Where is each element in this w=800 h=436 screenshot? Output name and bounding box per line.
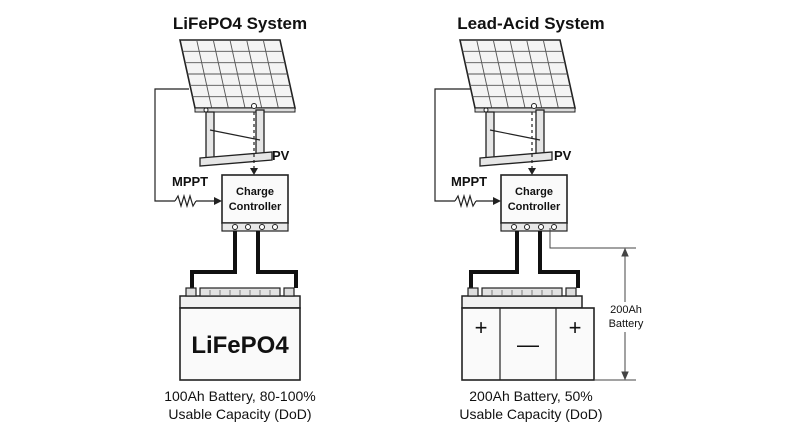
dimension-line1: 200Ah xyxy=(610,304,642,316)
right-title: Lead-Acid System xyxy=(457,14,604,33)
charge-controller: Charge Controller xyxy=(500,174,568,232)
negative-cable xyxy=(469,231,519,288)
right-caption-line2: Usable Capacity (DoD) xyxy=(459,406,602,422)
arrow-icon xyxy=(493,197,501,205)
panel-wire xyxy=(434,88,470,202)
controller-line1: Charge xyxy=(236,186,274,198)
resistor-icon xyxy=(174,193,197,209)
capacity-dimension xyxy=(549,228,636,381)
battery-label: LiFePO4 xyxy=(191,332,289,359)
lead-acid-battery: + — + xyxy=(461,287,595,381)
lead-acid-system: Lead-Acid System PV MPPT Charge Controll… xyxy=(434,14,648,422)
dimension-line2: Battery xyxy=(609,318,644,330)
lifepo4-battery: LiFePO4 xyxy=(179,287,301,381)
negative-cable xyxy=(190,231,237,288)
controller-line2: Controller xyxy=(229,201,282,213)
panel-wire xyxy=(154,88,189,202)
charge-controller: Charge Controller xyxy=(221,174,289,232)
controller-line1: Charge xyxy=(515,186,553,198)
plus-sign: + xyxy=(475,315,488,340)
plus-sign: + xyxy=(569,315,582,340)
positive-cable xyxy=(538,231,580,288)
mppt-label: MPPT xyxy=(451,174,487,189)
mppt-label: MPPT xyxy=(172,174,208,189)
left-caption-line2: Usable Capacity (DoD) xyxy=(168,406,311,422)
pv-label: PV xyxy=(272,148,290,163)
lifepo4-system: LiFePO4 System PV MPPT Charge Controller… xyxy=(154,14,316,422)
left-caption-line1: 100Ah Battery, 80-100% xyxy=(164,388,316,404)
positive-cable xyxy=(256,231,298,288)
minus-sign: — xyxy=(517,332,539,357)
arrow-icon xyxy=(250,168,258,175)
right-caption-line1: 200Ah Battery, 50% xyxy=(469,388,592,404)
left-title: LiFePO4 System xyxy=(173,14,307,33)
arrow-icon xyxy=(528,168,536,175)
resistor-icon xyxy=(454,193,477,209)
controller-line2: Controller xyxy=(508,201,561,213)
pv-label: PV xyxy=(554,148,572,163)
arrow-icon xyxy=(214,197,222,205)
